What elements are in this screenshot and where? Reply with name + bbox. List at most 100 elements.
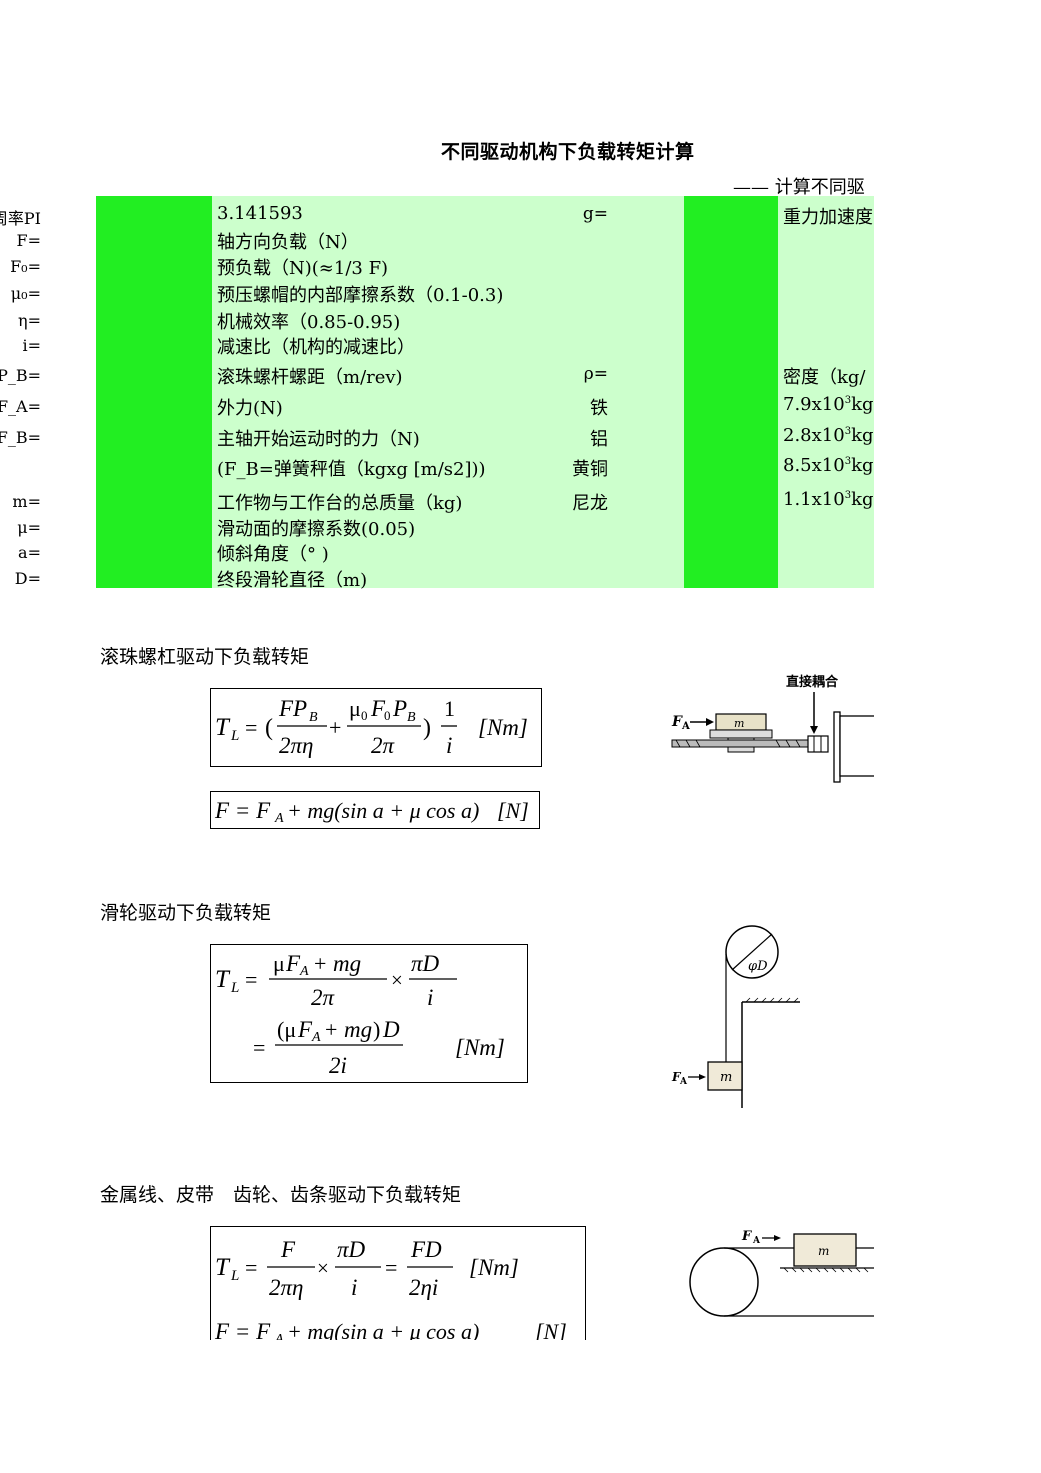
formula-pulley-torque: T L = μ F A + mg 2π × πD i = (μ F A + mg… xyxy=(210,944,528,1083)
svg-text:F: F xyxy=(671,714,683,730)
svg-text:A: A xyxy=(299,964,309,979)
param-value-fb-note: (F_B=弹簧秤值（kgxg [m/s2])) xyxy=(217,459,486,480)
param-value-column-right xyxy=(778,196,874,588)
svg-text:(μ: (μ xyxy=(277,1017,296,1042)
svg-text:L: L xyxy=(230,980,239,996)
svg-text:(: ( xyxy=(265,715,273,741)
svg-text:m: m xyxy=(734,717,744,730)
param-value-i: 减速比（机构的减速比） xyxy=(217,337,415,358)
belt-diagram: F A m xyxy=(689,1229,874,1317)
svg-text:πD: πD xyxy=(411,951,440,976)
param-label-pi: 圆周率PI xyxy=(0,209,41,228)
param-label-i: i= xyxy=(22,336,41,355)
svg-text:μ: μ xyxy=(349,696,361,721)
param-label-fa: F_A= xyxy=(0,397,41,416)
svg-text:2πη: 2πη xyxy=(269,1275,303,1300)
formula-belt-torque-graphic: T L = F 2πη × πD i = FD 2ηi [Nm] F = F A… xyxy=(214,1237,567,1340)
param-value-pi: 3.141593 xyxy=(217,203,303,224)
param-value-g: 重力加速度 xyxy=(783,207,873,228)
formula-ballscrew-torque: T L = ( FP B 2πη + μ 0 F 0 P B 2π ) 1 i … xyxy=(210,688,542,767)
svg-text:=: = xyxy=(245,967,257,992)
svg-text:P: P xyxy=(392,696,407,721)
svg-text:[N]: [N] xyxy=(535,1319,567,1340)
svg-text:B: B xyxy=(407,710,416,725)
svg-text:F: F xyxy=(671,1070,682,1084)
param-label-mu0: μ₀= xyxy=(10,284,41,303)
svg-text:F: F xyxy=(370,696,386,721)
param-value-d: 终段滑轮直径（m) xyxy=(217,570,368,591)
material-aluminum-label: 铝 xyxy=(590,429,608,450)
ballscrew-diagram: 直接耦合 F A m xyxy=(671,674,874,783)
material-nylon-value: 1.1x103kg xyxy=(783,489,874,510)
svg-text:A: A xyxy=(311,1030,321,1045)
svg-text:): ) xyxy=(373,1017,380,1042)
svg-text:m: m xyxy=(720,1070,732,1085)
svg-text:F: F xyxy=(280,1237,296,1262)
svg-text:=: = xyxy=(253,1035,265,1060)
page-clip: 不同驱动机构下负载转矩计算 —— 计算不同驱 圆周率PI 3.141593 F=… xyxy=(0,141,874,1340)
param-value-a: 倾斜角度（° ) xyxy=(217,544,329,565)
param-value-eta: 机械效率（0.85-0.95) xyxy=(217,312,401,333)
formula-ballscrew-torque-graphic: T L = ( FP B 2πη + μ 0 F 0 P B 2π ) 1 i … xyxy=(215,696,528,758)
svg-text:=: = xyxy=(245,1255,257,1280)
svg-text:F: F xyxy=(741,1229,752,1244)
svg-text:A: A xyxy=(679,1077,688,1087)
param-label-m: m= xyxy=(12,492,41,511)
svg-text:A: A xyxy=(274,1332,284,1340)
param-label-f0: F₀= xyxy=(10,257,41,276)
svg-text:2π: 2π xyxy=(371,733,396,758)
svg-text:[N]: [N] xyxy=(497,798,529,823)
formula-ballscrew-force-graphic: F = F A + mg(sin a + μ cos a) [N] xyxy=(214,798,529,826)
svg-text:=: = xyxy=(245,715,257,740)
param-value-f0: 预负载（N)(≈1/3 F) xyxy=(217,258,389,279)
param-label-eta: η= xyxy=(18,311,41,330)
param-value-m: 工作物与工作台的总质量（kg) xyxy=(217,493,463,514)
svg-text:[Nm]: [Nm] xyxy=(469,1255,519,1280)
pulley-diagram: φD m F A xyxy=(671,925,800,1108)
material-nylon-label: 尼龙 xyxy=(572,493,608,514)
material-aluminum-value: 2.8x103kg xyxy=(783,425,874,446)
section-title-belt-gear: 金属线、皮带 齿轮、齿条驱动下负载转矩 xyxy=(100,1184,462,1206)
svg-text:i: i xyxy=(351,1275,357,1300)
material-brass-value: 8.5x103kg xyxy=(783,455,874,476)
svg-text:A: A xyxy=(681,721,690,732)
svg-text:×: × xyxy=(391,968,403,992)
svg-text:): ) xyxy=(423,715,431,741)
svg-text:FD: FD xyxy=(410,1237,442,1262)
param-label-d: D= xyxy=(14,569,41,588)
svg-text:T: T xyxy=(215,714,231,741)
param-label-rho: ρ= xyxy=(583,364,608,384)
page-title: 不同驱动机构下负载转矩计算 xyxy=(441,141,695,163)
svg-text:=: = xyxy=(385,1255,397,1280)
svg-text:F: F xyxy=(285,951,301,976)
svg-text:A: A xyxy=(274,811,284,826)
param-label-f: F= xyxy=(16,231,41,250)
svg-text:B: B xyxy=(309,710,318,725)
param-label-fb: F_B= xyxy=(0,428,41,447)
svg-text:φD: φD xyxy=(748,959,768,974)
param-value-f: 轴方向负载（N） xyxy=(217,232,359,253)
svg-text:[Nm]: [Nm] xyxy=(478,715,528,740)
svg-text:i: i xyxy=(446,733,452,758)
param-label-a: a= xyxy=(18,543,41,562)
svg-text:FP: FP xyxy=(278,696,307,721)
svg-text:T: T xyxy=(215,1254,231,1281)
param-value-column xyxy=(212,196,684,588)
svg-text:m: m xyxy=(818,1244,829,1258)
svg-text:L: L xyxy=(230,728,239,744)
formula-belt-torque: T L = F 2πη × πD i = FD 2ηi [Nm] F = F A… xyxy=(210,1226,586,1340)
svg-text:0: 0 xyxy=(361,708,368,723)
svg-text:+: + xyxy=(325,1017,337,1042)
svg-text:+: + xyxy=(314,951,326,976)
param-label-mu: μ= xyxy=(17,518,41,537)
material-brass-label: 黄铜 xyxy=(572,459,608,480)
formula-pulley-torque-graphic: T L = μ F A + mg 2π × πD i = (μ F A + mg… xyxy=(215,951,505,1078)
svg-text:A: A xyxy=(752,1236,761,1246)
param-label-pb: P_B= xyxy=(0,366,41,385)
param-value-fb: 主轴开始运动时的力（N) xyxy=(217,429,420,450)
svg-text:1: 1 xyxy=(444,696,455,721)
svg-text:μ: μ xyxy=(273,951,285,976)
svg-text:0: 0 xyxy=(384,708,391,723)
svg-text:πD: πD xyxy=(337,1237,366,1262)
svg-text:F = F: F = F xyxy=(214,798,271,823)
